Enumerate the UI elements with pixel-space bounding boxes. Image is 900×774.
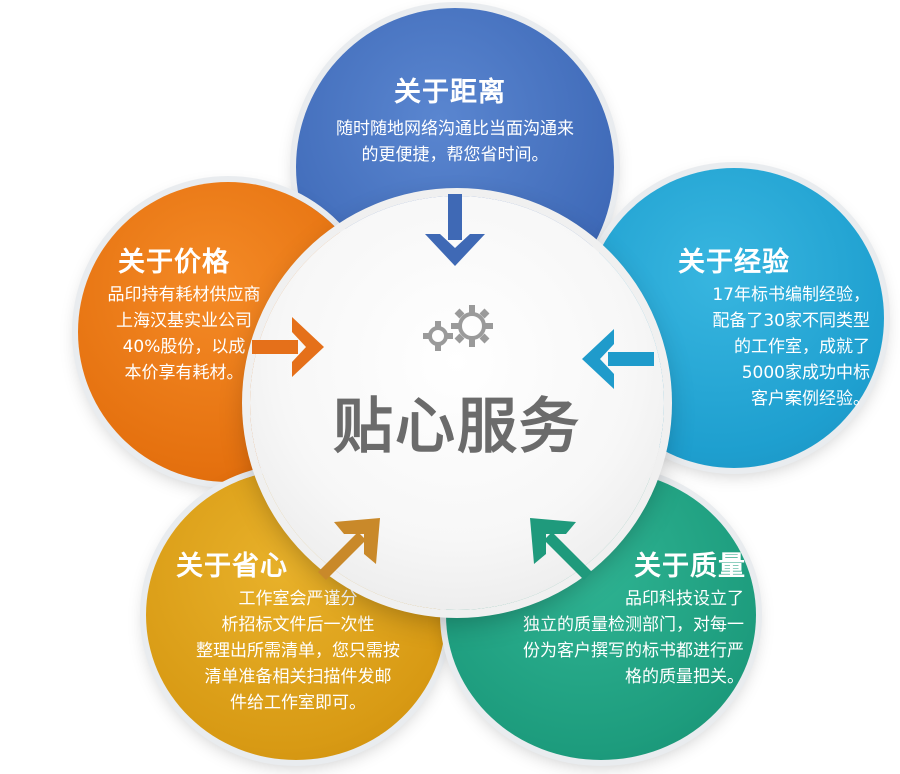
petal-worry-body: 工作室会严谨分 析招标文件后一次性 整理出所需清单，您只需按 清单准备相关扫描件… [162,586,434,716]
arrow-left-icon [582,329,654,389]
petal-worry-title: 关于省心 [176,551,288,582]
petal-price-line: 上海汉基实业公司 [116,311,252,331]
petal-experience-line: 配备了30家不同类型 [712,311,870,331]
petal-quality-line: 独立的质量检测部门，对每一 [523,615,744,635]
arrow-right-icon [252,317,324,377]
petal-distance-line: 随时随地网络沟通比当面沟通来 [336,119,574,139]
petal-quality-line: 品印科技设立了 [625,589,744,609]
petal-distance-title: 关于距离 [394,77,506,108]
petal-quality-line: 份为客户撰写的标书都进行严 [523,641,744,661]
petal-worry-line: 清单准备相关扫描件发邮 [204,667,392,687]
center-title: 贴心服务 [333,392,581,462]
petal-price-body: 品印持有耗材供应商 上海汉基实业公司 40%股份，以成 本价享有耗材。 [84,282,284,386]
petal-worry-line: 析招标文件后一次性 [221,615,375,635]
petal-experience-line: 5000家成功中标 [741,363,870,383]
arrow-up-left-icon [530,518,592,580]
arrow-down-icon [425,194,485,266]
petal-price-title: 关于价格 [118,247,230,278]
petal-worry-line: 工作室会严谨分 [238,589,358,609]
petal-price-line: 40%股份，以成 [122,337,246,357]
petal-quality-body: 品印科技设立了 独立的质量检测部门，对每一 份为客户撰写的标书都进行严 格的质量… [466,586,744,690]
petal-experience-title: 关于经验 [678,247,790,278]
petal-distance-line: 的更便捷，帮您省时间。 [361,145,549,165]
petal-experience-line: 客户案例经验。 [751,389,870,409]
petal-worry-line: 整理出所需清单，您只需按 [196,641,400,661]
petal-experience-body: 17年标书编制经验， 配备了30家不同类型 的工作室，成就了 5000家成功中标… [606,282,870,412]
arrow-up-right-icon [318,518,380,580]
petal-quality-line: 格的质量把关。 [625,667,744,687]
petal-distance-body: 随时随地网络沟通比当面沟通来 的更便捷，帮您省时间。 [314,116,596,168]
center-circle: 贴心服务 [250,196,664,610]
petal-price-line: 本价享有耗材。 [124,363,244,383]
petal-experience-line: 17年标书编制经验， [712,285,870,305]
gears-icon [423,305,493,351]
petal-quality-title: 关于质量 [634,551,746,582]
petal-experience-line: 的工作室，成就了 [734,337,870,357]
petal-price-line: 品印持有耗材供应商 [107,285,261,305]
petal-worry-line: 件给工作室即可。 [230,693,366,713]
